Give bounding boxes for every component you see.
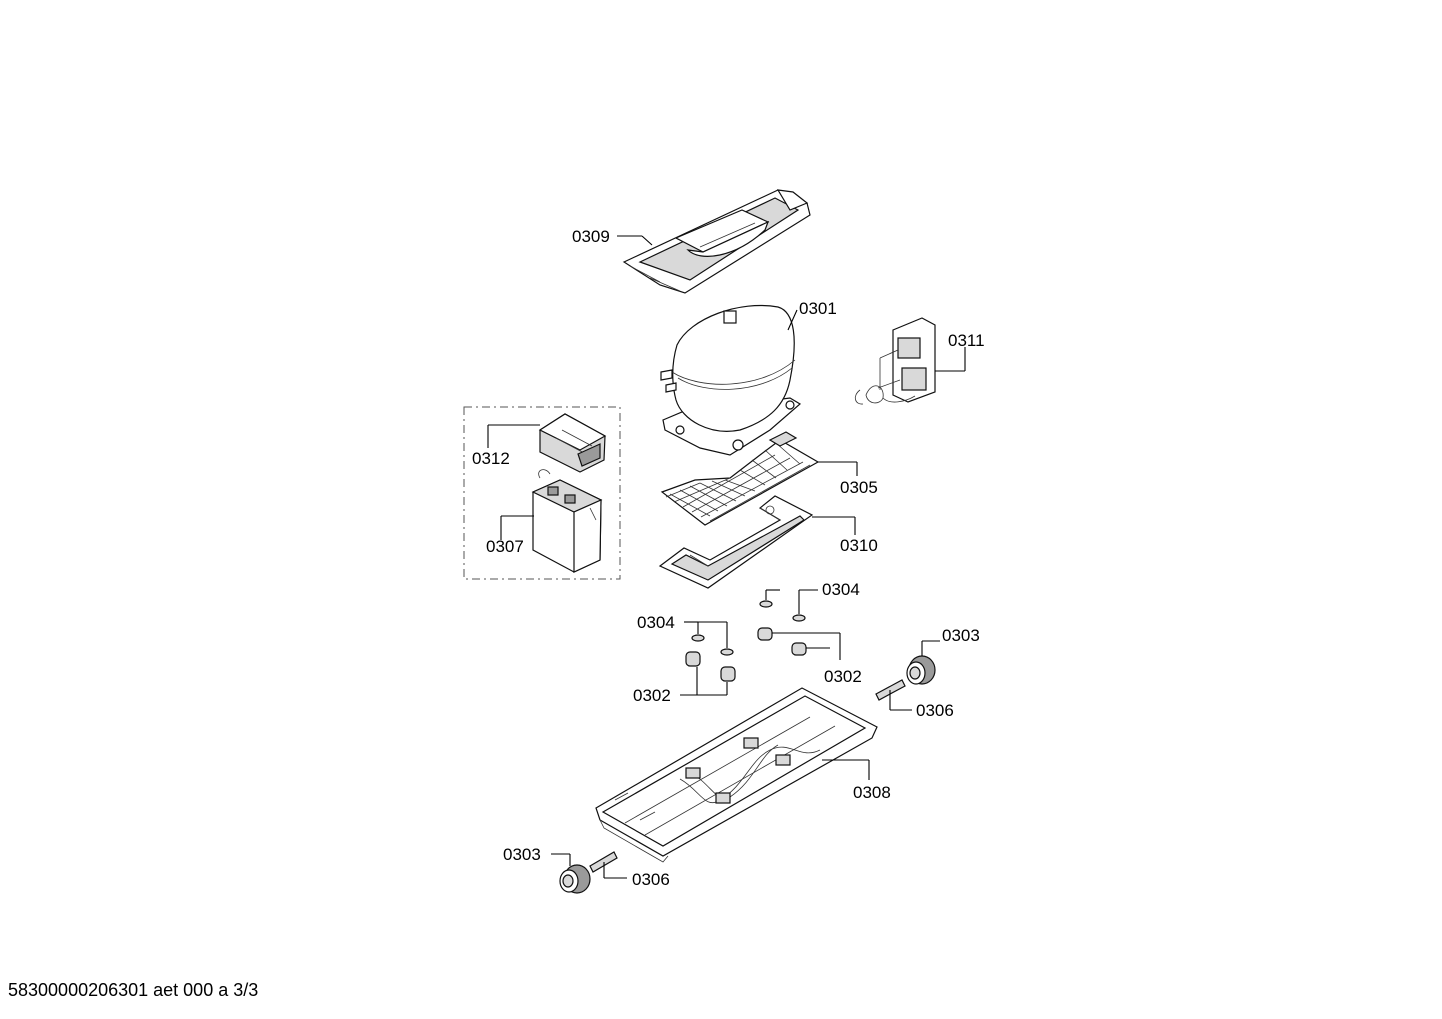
part-0302-grommets-right <box>757 627 807 656</box>
label-0308: 0308 <box>853 783 891 802</box>
part-0302-grommets-left <box>685 651 736 682</box>
part-0311-relay-unit <box>854 317 936 405</box>
label-0301: 0301 <box>799 299 837 318</box>
part-0307-starter-module <box>531 469 603 573</box>
part-0303-roller-top <box>906 655 936 685</box>
label-0312: 0312 <box>472 449 510 468</box>
label-0310: 0310 <box>840 536 878 555</box>
label-0302-right: 0302 <box>824 667 862 686</box>
part-0308-base-plate <box>595 687 878 863</box>
label-0307: 0307 <box>486 537 524 556</box>
label-0306-bottom: 0306 <box>632 870 670 889</box>
label-0305: 0305 <box>840 478 878 497</box>
label-0311: 0311 <box>948 331 985 350</box>
part-0310-base-tray <box>658 495 814 589</box>
label-0309: 0309 <box>572 227 610 246</box>
label-0302-left: 0302 <box>633 686 671 705</box>
label-0303-bottom: 0303 <box>503 845 541 864</box>
label-0304-right: 0304 <box>822 580 860 599</box>
part-0305-mesh-plate <box>660 431 820 526</box>
part-0309-cover-tray <box>622 189 811 294</box>
document-reference: 58300000206301 aet 000 a 3/3 <box>8 980 259 1000</box>
label-0303-top: 0303 <box>942 626 980 645</box>
part-0303-roller-bottom <box>559 864 591 894</box>
part-0312-terminal-cover <box>538 413 607 473</box>
group-box-0307-0312 <box>463 406 621 580</box>
part-0304-washers-left <box>691 634 734 656</box>
label-0306-top: 0306 <box>916 701 954 720</box>
part-0304-washers-right <box>759 600 806 622</box>
part-0301-compressor <box>660 304 802 456</box>
label-0304-left: 0304 <box>637 613 675 632</box>
